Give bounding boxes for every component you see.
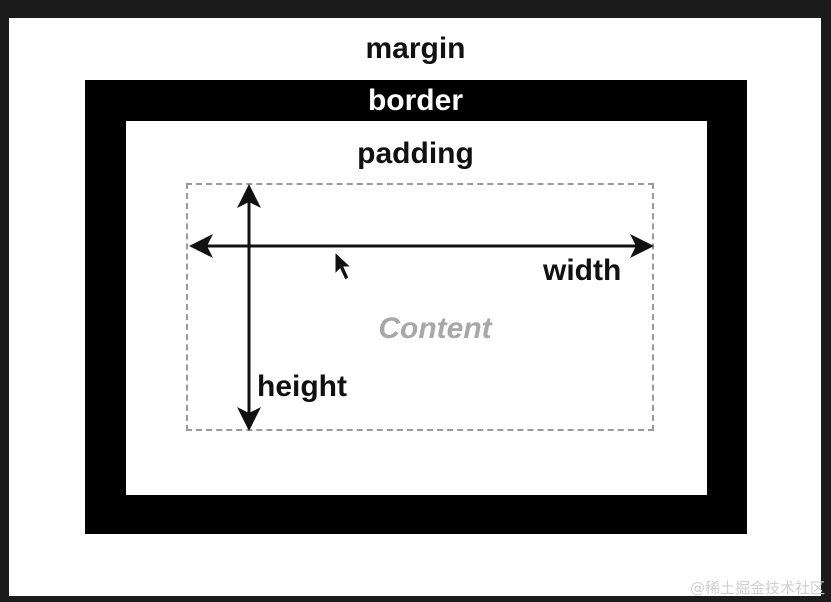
border-label: border (367, 84, 463, 117)
margin-label: margin (365, 32, 466, 65)
mouse-cursor-icon (334, 250, 353, 281)
content-area-outline (186, 183, 654, 431)
watermark: @稀土掘金技术社区 (689, 579, 825, 597)
padding-label: padding (357, 137, 474, 170)
height-label: height (257, 370, 347, 403)
width-label: width (543, 254, 622, 287)
content-label: Content (378, 312, 492, 345)
